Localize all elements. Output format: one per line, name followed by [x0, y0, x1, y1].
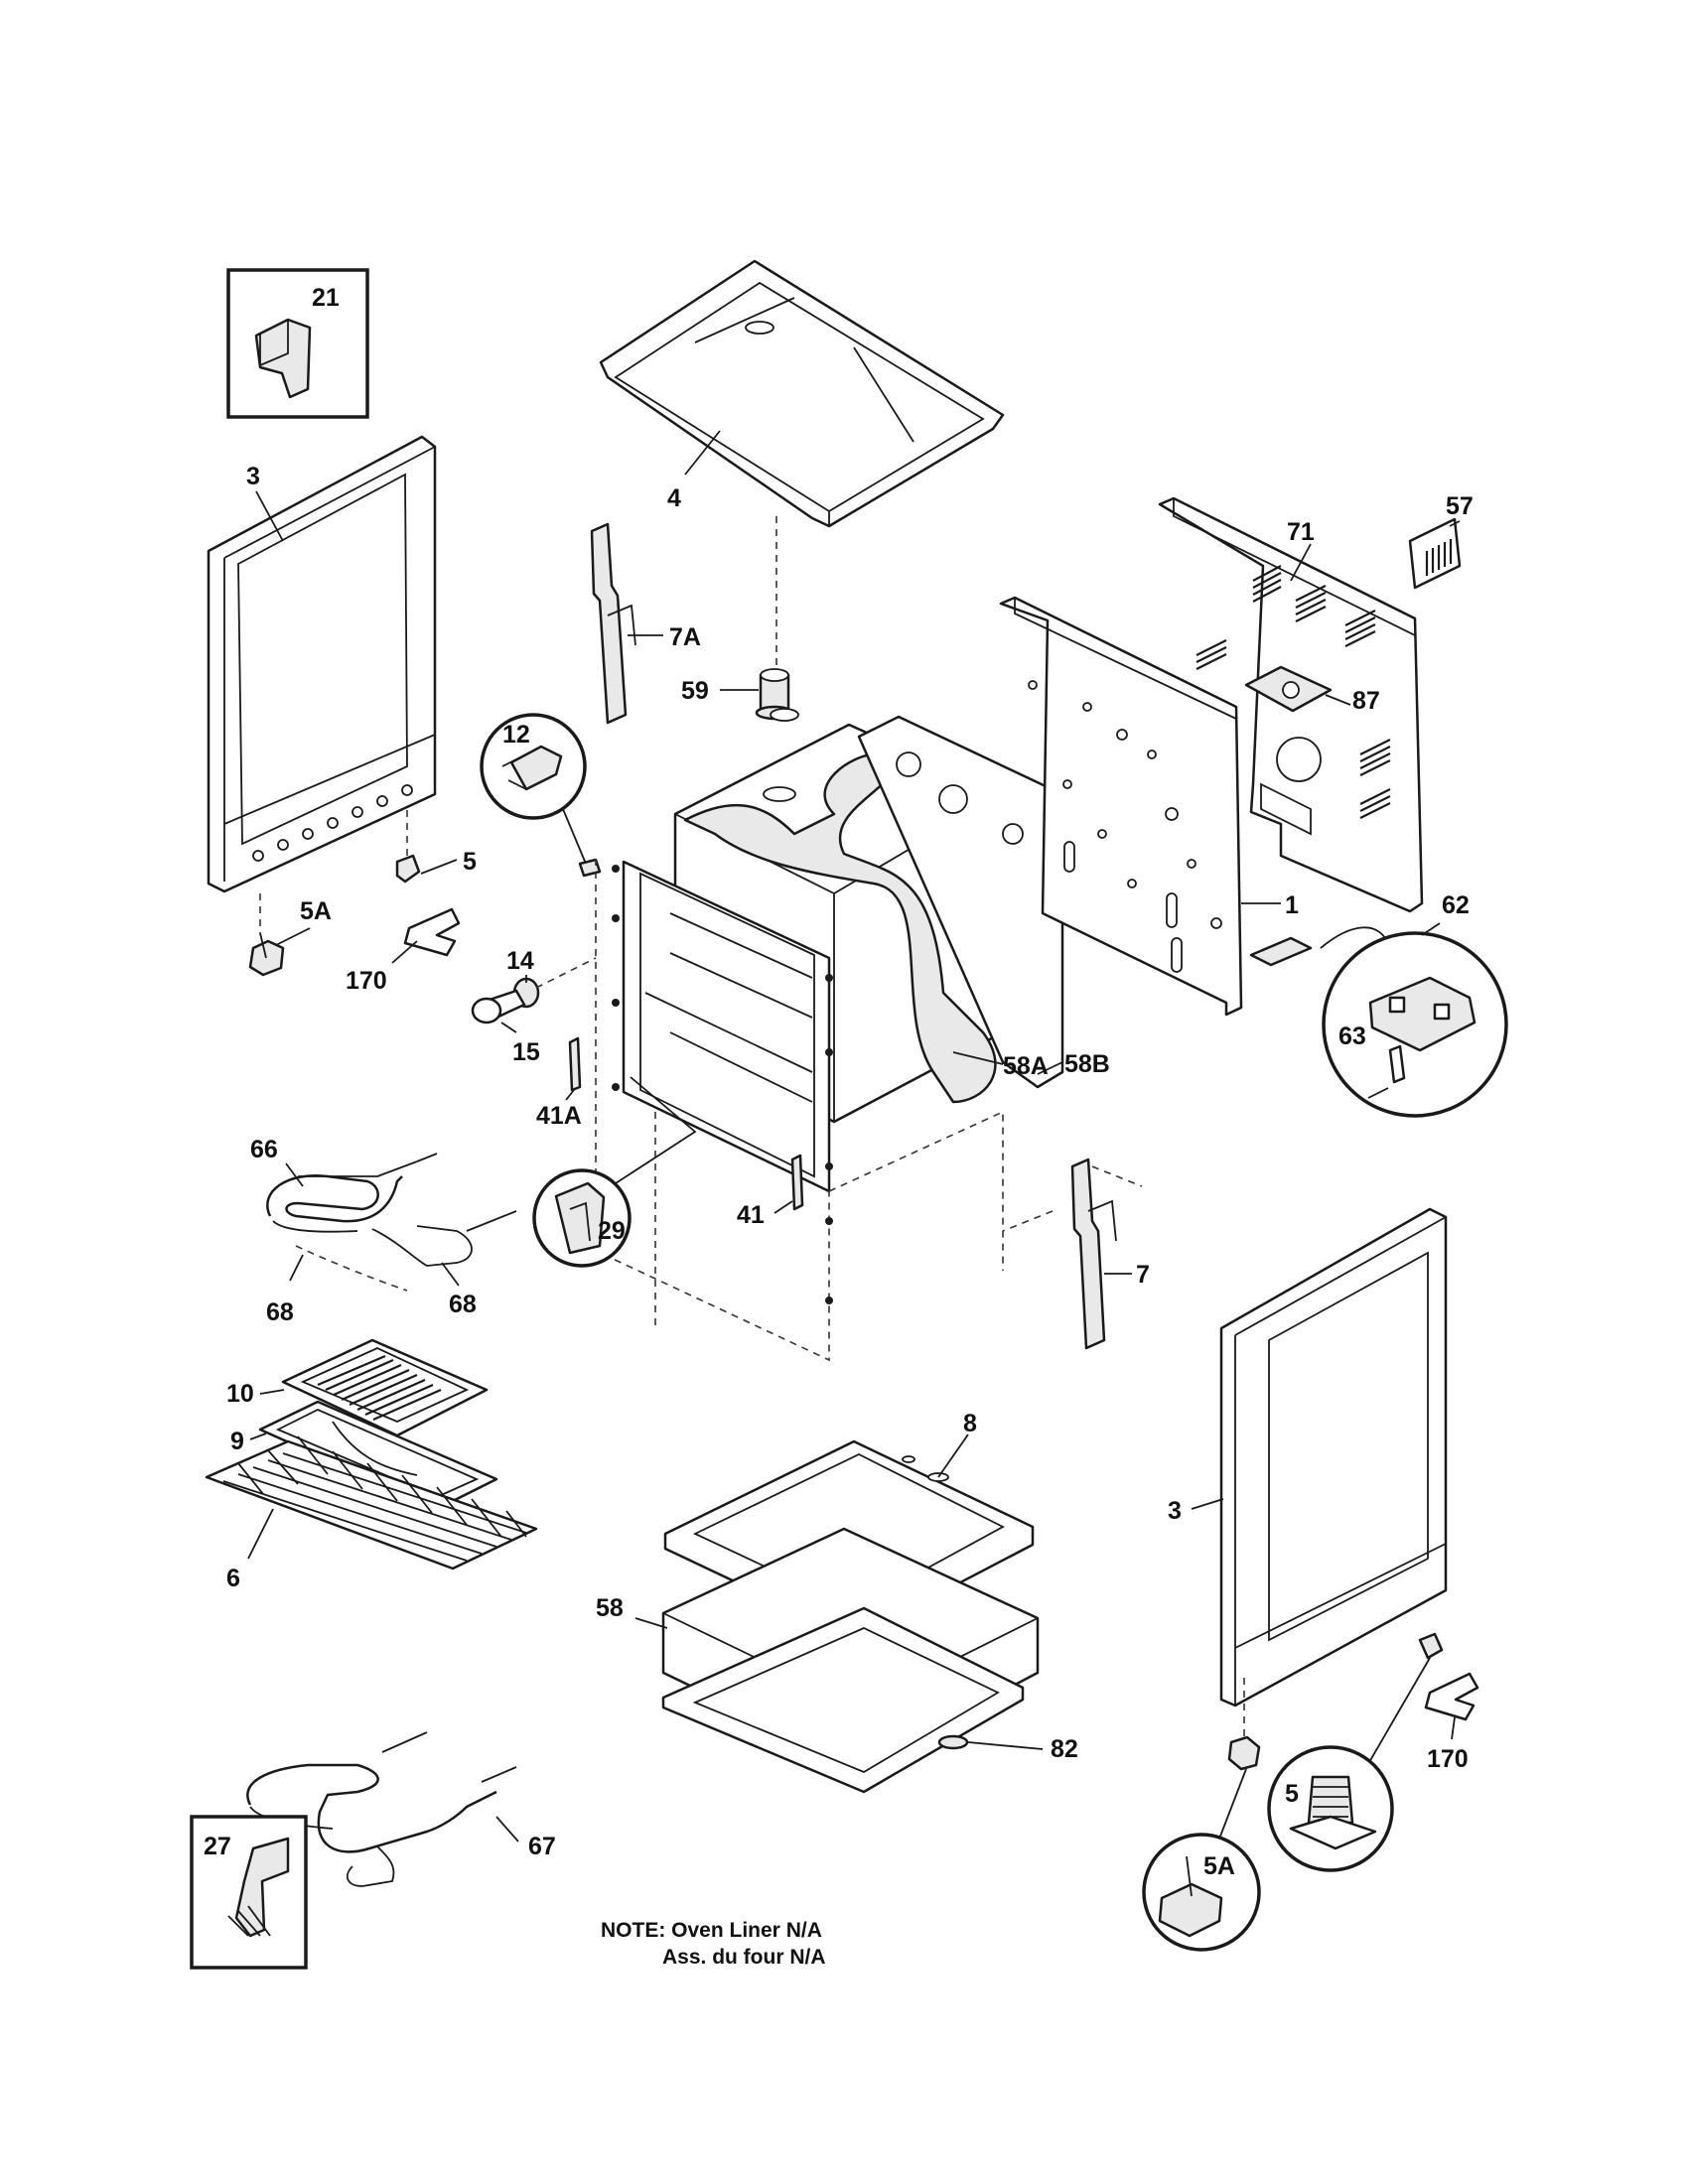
label-15: 15 — [512, 1038, 540, 1066]
insulation-58a: 58A — [952, 1051, 1049, 1080]
bracket-170-left: 170 — [346, 907, 461, 995]
side-panel-left: 3 — [207, 435, 437, 893]
label-4: 4 — [667, 484, 681, 512]
label-6: 6 — [226, 1565, 240, 1592]
label-27: 27 — [204, 1833, 231, 1860]
label-82: 82 — [1051, 1735, 1078, 1763]
label-71: 71 — [1287, 518, 1315, 546]
label-68-right: 68 — [449, 1291, 477, 1318]
label-67: 67 — [528, 1833, 556, 1860]
label-57: 57 — [1446, 492, 1474, 520]
label-3-right: 3 — [1168, 1497, 1182, 1525]
bottom-plate-82: 82 — [661, 1606, 1078, 1794]
label-62: 62 — [1442, 891, 1470, 919]
vent-fitting-59: 59 — [681, 668, 794, 721]
note-line-1: NOTE: Oven Liner N/A — [601, 1919, 822, 1942]
broiler-pan-insert: 10 — [226, 1338, 489, 1437]
label-5a-left: 5A — [300, 897, 332, 925]
label-41a: 41A — [536, 1102, 582, 1130]
label-66: 66 — [250, 1136, 278, 1163]
rack-support-41a: 41A — [536, 1036, 582, 1130]
vent-cover-57: 57 — [1408, 492, 1474, 590]
label-5a-right: 5A — [1203, 1852, 1235, 1880]
label-7a: 7A — [669, 623, 701, 651]
door-hinge-7a: 7A — [590, 522, 701, 725]
label-170-left: 170 — [346, 967, 387, 995]
oven-light-14-15: 14 15 — [471, 947, 597, 1066]
top-cover: 4 — [599, 259, 1005, 675]
inset-part-27: 27 — [190, 1815, 308, 1970]
label-1: 1 — [1285, 891, 1299, 919]
rack-support-41: 41 — [737, 1154, 804, 1229]
label-3-left: 3 — [246, 463, 260, 490]
label-10: 10 — [226, 1380, 254, 1408]
oven-rack: 6 — [205, 1435, 538, 1592]
callout-29: 29 — [532, 1076, 697, 1268]
broil-element: 66 68 68 — [250, 1136, 517, 1326]
back-insulation-58b: 58B — [857, 715, 1110, 1089]
label-5-left: 5 — [463, 848, 477, 876]
bracket-170-right: 170 — [1424, 1672, 1479, 1773]
label-170-right: 170 — [1427, 1745, 1469, 1773]
label-7: 7 — [1136, 1261, 1150, 1289]
label-14: 14 — [506, 947, 534, 975]
label-63: 63 — [1338, 1023, 1366, 1050]
inset-part-21: 21 — [226, 268, 369, 419]
door-hinge-7: 7 — [1070, 1158, 1150, 1350]
label-58a: 58A — [1003, 1052, 1049, 1080]
back-cover: 71 87 — [1158, 496, 1424, 913]
side-panel-right: 3 — [1168, 1207, 1448, 1707]
leveler-right: 5A 5 — [1142, 1632, 1444, 1952]
callout-12-lamp-socket: 12 — [480, 713, 602, 878]
label-5-right: 5 — [1285, 1780, 1299, 1808]
label-58: 58 — [596, 1594, 624, 1622]
label-58b: 58B — [1064, 1050, 1110, 1078]
label-68-left: 68 — [266, 1298, 294, 1326]
label-9: 9 — [230, 1428, 244, 1455]
label-41: 41 — [737, 1201, 765, 1229]
callout-62-terminal-block: 62 63 — [1249, 891, 1508, 1118]
label-8: 8 — [963, 1410, 977, 1437]
note-line-2: Ass. du four N/A — [662, 1946, 826, 1969]
label-21: 21 — [312, 284, 340, 312]
label-59: 59 — [681, 677, 709, 705]
leveler-left: 5 5A — [248, 810, 477, 977]
note: NOTE: Oven Liner N/A Ass. du four N/A — [601, 1919, 826, 1969]
label-12: 12 — [502, 721, 530, 749]
label-87: 87 — [1352, 687, 1380, 715]
rear-panel: 1 — [999, 596, 1299, 1017]
label-29: 29 — [598, 1217, 626, 1245]
